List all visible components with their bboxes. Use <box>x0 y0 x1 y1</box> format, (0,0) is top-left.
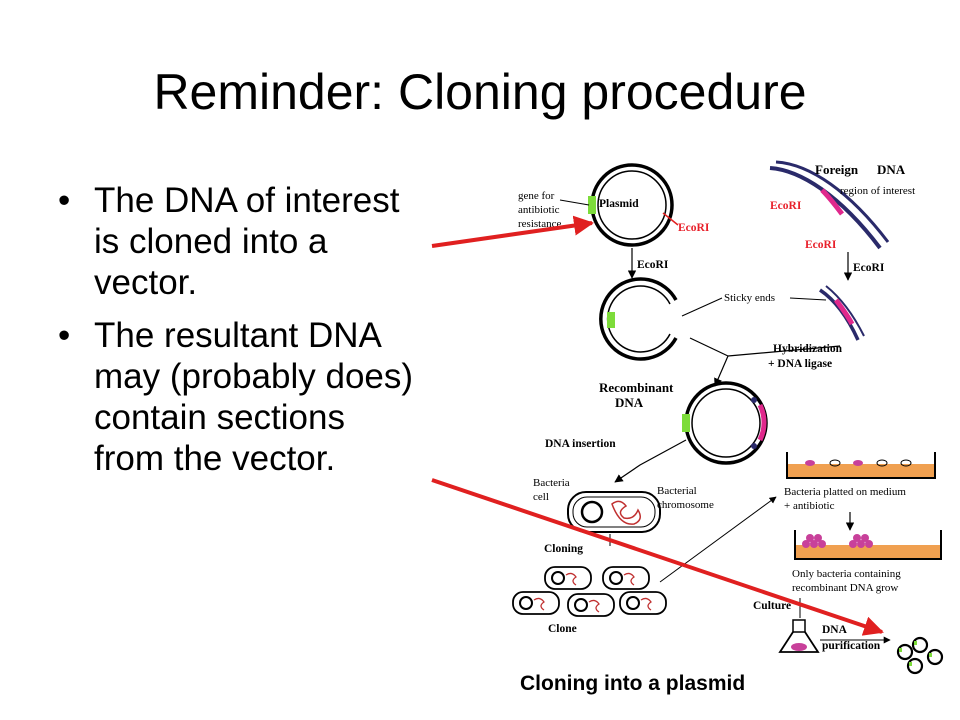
platted-label-2: + antibiotic <box>784 500 835 512</box>
ecori-foreign-2: EcoRI <box>805 239 837 251</box>
sticky-ends-label: Sticky ends <box>724 292 775 304</box>
culture-flask <box>778 619 820 653</box>
bullet-line: The resultant DNA <box>94 316 382 355</box>
petri-plate-bottom <box>794 530 942 560</box>
bullet-line: from the vector. <box>94 439 336 478</box>
platted-label-1: Bacteria platted on medium <box>784 486 906 498</box>
recombinant-plasmid <box>682 381 768 465</box>
hybrid-label-1: Hybridization <box>773 343 843 355</box>
foreign-dna-strand <box>769 160 890 250</box>
bullet-line: is cloned into a <box>94 222 328 261</box>
gene-label-line2: antibiotic <box>518 204 560 216</box>
diagram-caption: Cloning into a plasmid <box>520 672 746 695</box>
chromosome-label-1: Bacterial <box>657 485 697 497</box>
only-label-1: Only bacteria containing <box>792 568 901 580</box>
purification-label-1: DNA <box>822 624 848 636</box>
ecori-plasmid-label: EcoRI <box>678 222 710 234</box>
hybrid-label-2: + DNA ligase <box>768 358 832 370</box>
foreign-fragment <box>819 285 865 341</box>
bullet-item: • The resultant DNA may (probably does) … <box>58 315 498 479</box>
only-label-2: recombinant DNA grow <box>792 582 898 594</box>
bullet-marker: • <box>58 316 71 355</box>
bacteria-cell-label-2: cell <box>533 491 549 503</box>
plasmid-circle <box>588 163 674 247</box>
ecori-arrow-label-1: EcoRI <box>637 259 669 271</box>
pointer-arrow-clone <box>431 478 884 636</box>
insertion-label: DNA insertion <box>545 438 616 450</box>
ecori-foreign-1: EcoRI <box>770 200 802 212</box>
purified-plasmids <box>896 636 944 675</box>
foreign-label: Foreign <box>815 162 859 177</box>
purification-label-2: purification <box>822 640 881 652</box>
bacteria-cell-label-1: Bacteria <box>533 477 570 489</box>
bullet-line: may (probably does) <box>94 357 414 396</box>
bullet-item: • The DNA of interest is cloned into a v… <box>58 180 498 303</box>
bullet-line: The DNA of interest <box>94 181 400 220</box>
cloning-label: Cloning <box>544 543 583 555</box>
clone-label: Clone <box>548 623 577 635</box>
chromosome-label-2: chromosome <box>657 499 714 511</box>
slide-title: Reminder: Cloning procedure <box>153 64 807 120</box>
open-plasmid <box>599 277 678 361</box>
bacteria-cell <box>567 491 661 533</box>
gene-label-line1: gene for <box>518 190 555 202</box>
pointer-arrow-vector <box>431 215 594 248</box>
recombinant-label: Recombinant <box>599 380 674 395</box>
bullet-line: contain sections <box>94 398 345 437</box>
bullet-marker: • <box>58 181 71 220</box>
plasmid-label: Plasmid <box>599 198 639 210</box>
culture-label: Culture <box>753 600 791 612</box>
dna-foreign-label: DNA <box>877 162 906 177</box>
region-label: region of interest <box>840 185 915 197</box>
bacteria-clones <box>512 566 667 617</box>
bullet-line: vector. <box>94 263 198 302</box>
petri-plate-top <box>786 452 936 479</box>
bullet-list: • The DNA of interest is cloned into a v… <box>58 180 498 491</box>
recombinant-dna-label: DNA <box>615 395 644 410</box>
ecori-arrow-label-2: EcoRI <box>853 262 885 274</box>
